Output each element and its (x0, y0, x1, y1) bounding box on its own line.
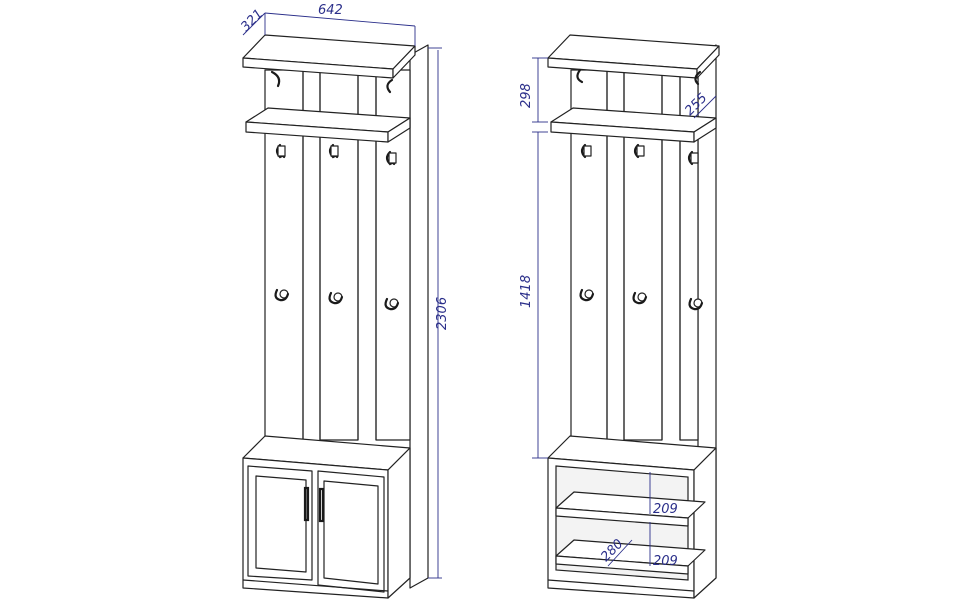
double-hook-icon (275, 143, 286, 159)
dimension-depth-label: 321 (238, 7, 266, 35)
dimension-shelf-gap: 298 (519, 57, 548, 123)
dimension-height-label: 2306 (435, 297, 450, 330)
left-door (247, 465, 313, 581)
double-hook-icon (384, 297, 400, 311)
right-side-panel (409, 44, 429, 589)
dimension-panel-height: 1418 (519, 131, 548, 459)
dimension-lower-gap-2: 209 (649, 522, 678, 569)
double-hook-icon (580, 143, 592, 159)
double-hook-icon (385, 150, 397, 166)
dimension-width: 642 (264, 3, 416, 46)
double-hook-icon (328, 291, 344, 305)
front-view-closed: 321 642 2306 (238, 3, 450, 599)
dimension-depth: 321 (238, 7, 266, 36)
dimension-width-label: 642 (318, 3, 343, 18)
dimension-lower-gap-2-label: 209 (653, 554, 678, 569)
right-door (317, 470, 385, 593)
dimension-lower-gap-1: 209 (649, 472, 678, 517)
dimension-panel-height-label: 1418 (519, 275, 534, 308)
dimension-height: 2306 (428, 47, 450, 579)
double-hook-icon (688, 297, 704, 311)
coat-hook-icon (386, 78, 394, 94)
coat-hook-icon (694, 70, 702, 86)
door-handle-icon (303, 486, 310, 522)
double-hook-icon (687, 150, 699, 166)
dimension-lower-gap-1-label: 209 (653, 502, 678, 517)
double-hook-icon (633, 143, 645, 159)
double-hook-icon (579, 288, 595, 302)
front-view-open: 298 255 1418 209 209 280 (519, 34, 720, 599)
door-handle-icon (318, 487, 325, 523)
double-hook-icon (328, 143, 339, 159)
coat-hook-icon (270, 70, 281, 88)
coat-hook-icon (576, 68, 584, 84)
dimension-shelf-gap-label: 298 (519, 83, 534, 108)
double-hook-icon (274, 288, 290, 302)
double-hook-icon (632, 291, 648, 305)
